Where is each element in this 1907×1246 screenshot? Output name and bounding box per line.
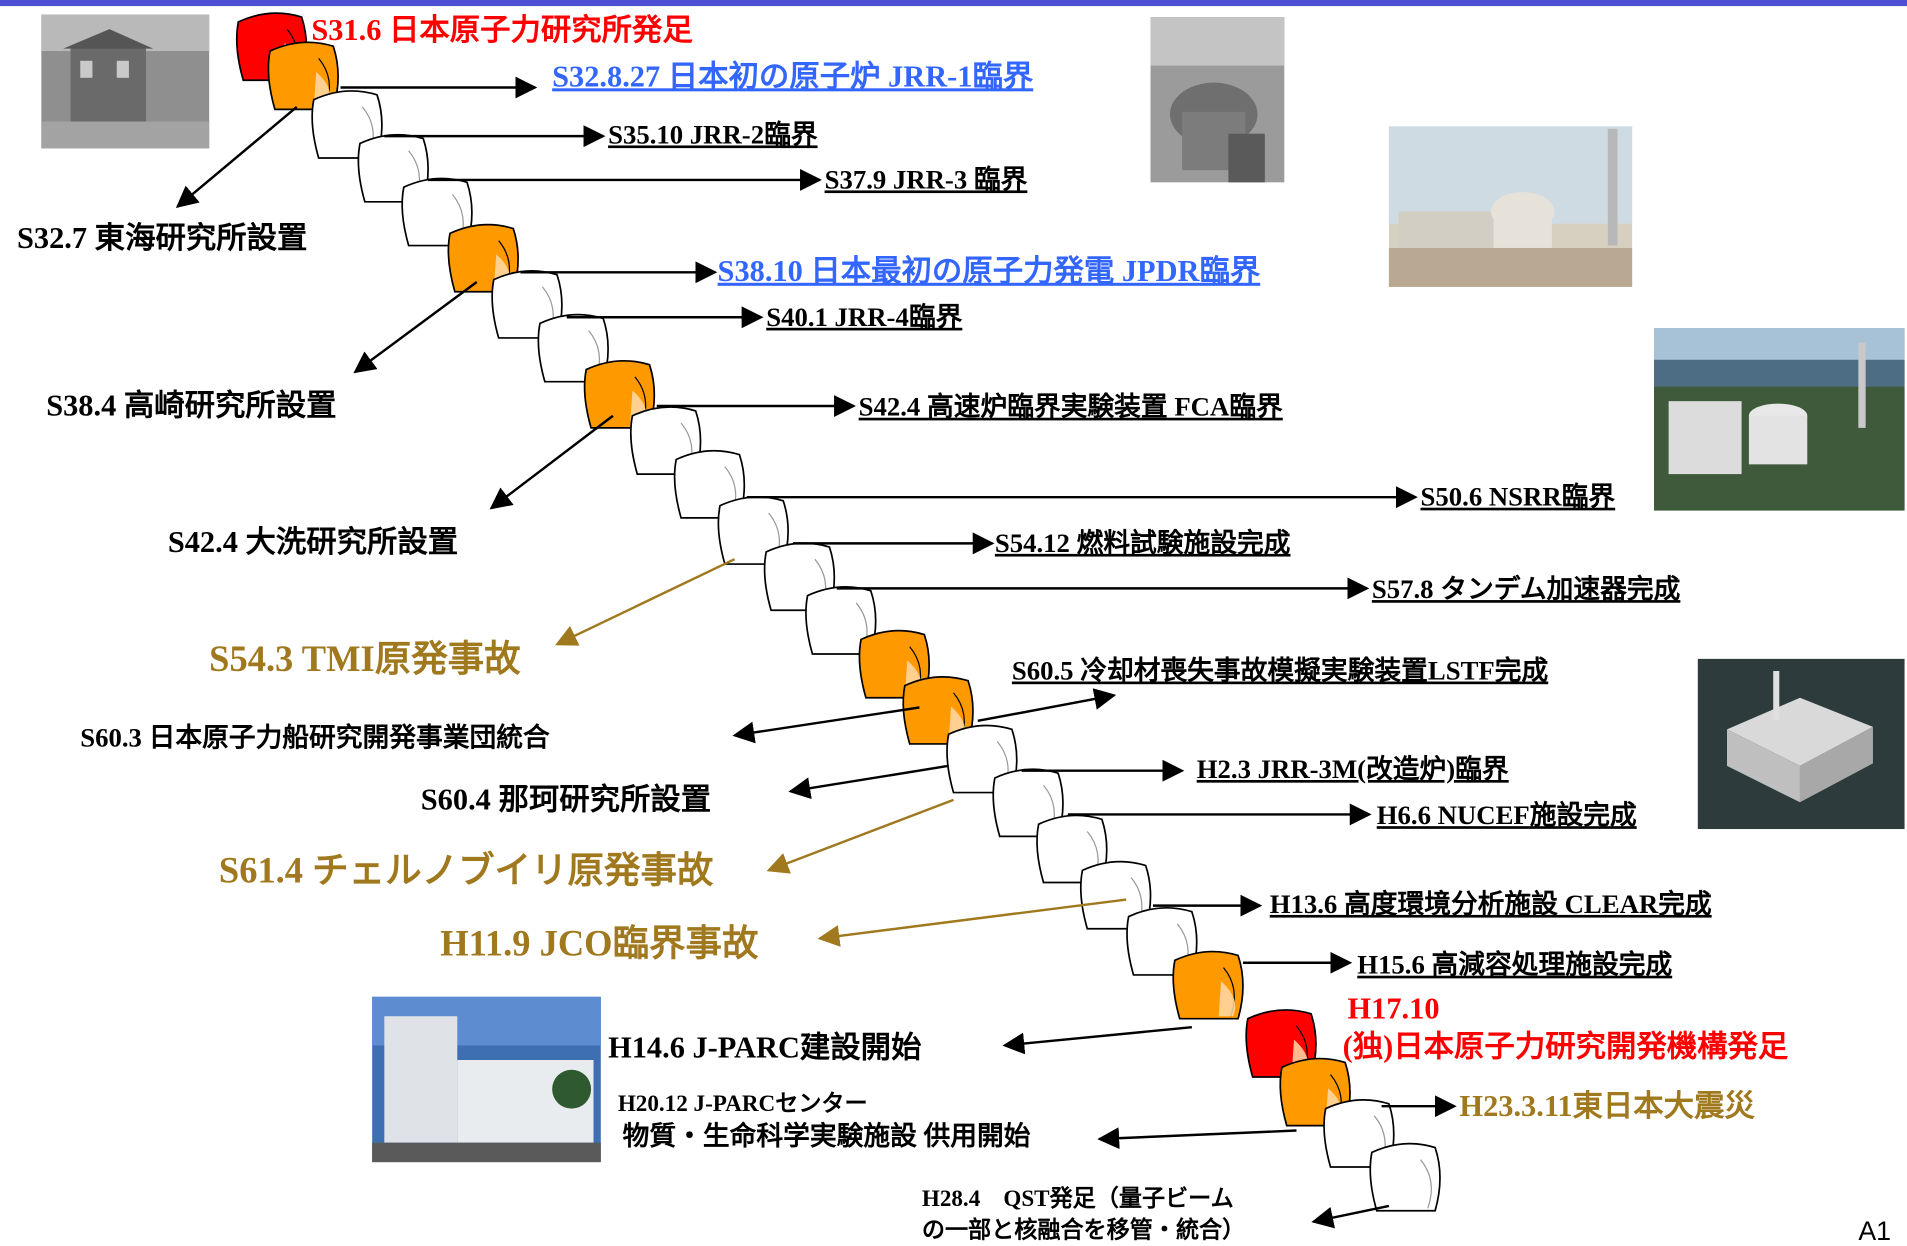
event-h20-12-line1: H20.12 J-PARCセンター: [618, 1090, 868, 1116]
event-s60-3: S60.3 日本原子力船研究開発事業団統合: [80, 721, 550, 752]
arrow-s61-4: [766, 798, 954, 874]
event-s35-10: S35.10 JRR-2臨界: [608, 119, 818, 149]
top-bar: [0, 0, 1907, 7]
arrows: [175, 76, 1457, 1229]
event-s54-12: S54.12 燃料試験施設完成: [995, 527, 1291, 558]
page-number: A1: [1858, 1216, 1891, 1246]
event-h28-4-line2: の一部と核融合を移管・統合）: [922, 1216, 1245, 1242]
event-h11-9: H11.9 JCO臨界事故: [440, 923, 759, 963]
arrow-s38-4: [353, 281, 478, 374]
event-h17-10-line2: (独)日本原子力研究開発機構発足: [1343, 1028, 1789, 1063]
calendar-page: [673, 449, 746, 519]
event-s32-8-27: S32.8.27 日本初の原子炉 JRR-1臨界: [552, 59, 1034, 93]
event-s38-4: S38.4 高崎研究所設置: [46, 388, 336, 423]
event-s60-4: S60.4 那珂研究所設置: [421, 782, 711, 817]
photo-jrr3m-aerial: [1697, 658, 1905, 830]
arrow-s60-3: [732, 706, 920, 744]
arrow-h11-9: [817, 898, 1127, 947]
event-s42-4-fca: S42.4 高速炉臨界実験装置 FCA臨界: [859, 391, 1283, 422]
event-h28-4-line1: H28.4 QST発足（量子ビーム: [922, 1185, 1234, 1211]
event-h17-10-line1: H17.10: [1348, 992, 1440, 1026]
arrow-s60-5: [977, 688, 1117, 723]
event-s54-3: S54.3 TMI原発事故: [209, 639, 521, 679]
arrow-h20-12: [1097, 1127, 1297, 1150]
photo-old-building: [41, 14, 210, 149]
event-h20-12-line2: 物質・生命科学実験施設 供用開始: [623, 1120, 1031, 1151]
arrow-h28-4: [1311, 1204, 1390, 1229]
event-s60-5: S60.5 冷却材喪失事故模擬実験装置LSTF完成: [1012, 655, 1549, 686]
event-h2-3: H2.3 JRR-3M(改造炉)臨界: [1197, 754, 1509, 784]
labels: S31.6 日本原子力研究所発足 S32.8.27 日本初の原子炉 JRR-1臨…: [17, 12, 1891, 1246]
calendar-page: [1036, 814, 1108, 884]
event-s42-4-oarai: S42.4 大洗研究所設置: [168, 524, 458, 559]
event-h23-3-11: H23.3.11東日本大震災: [1459, 1089, 1755, 1123]
event-h13-6: H13.6 高度環境分析施設 CLEAR完成: [1270, 888, 1712, 919]
event-s37-9: S37.9 JRR-3 臨界: [825, 164, 1028, 194]
event-s38-10: S38.10 日本最初の原子力発電 JPDR臨界: [718, 254, 1261, 288]
photo-jparc-building: [372, 996, 601, 1163]
arrow-h14-6: [1002, 1025, 1192, 1055]
staircase-pages: [235, 12, 1441, 1212]
arrow-s42-4-oarai: [489, 414, 614, 510]
arrow-s60-4: [788, 764, 949, 800]
photo-nsrr-facility: [1654, 328, 1905, 511]
arrow-s54-3: [555, 558, 736, 646]
photo-jpdr-plant: [1388, 126, 1633, 287]
calendar-page: [1172, 950, 1244, 1020]
calendar-page: [401, 177, 473, 247]
event-s50-6: S50.6 NSRR臨界: [1421, 482, 1616, 512]
event-h15-6: H15.6 高減容処理施設完成: [1357, 949, 1672, 980]
calendar-page: [1369, 1142, 1441, 1212]
event-h14-6: H14.6 J-PARC建設開始: [608, 1030, 922, 1065]
event-s40-1: S40.1 JRR-4臨界: [766, 302, 962, 332]
event-s31-6: S31.6 日本原子力研究所発足: [311, 12, 693, 47]
event-h6-6: H6.6 NUCEF施設完成: [1377, 799, 1637, 830]
event-s61-4: S61.4 チェルノブイリ原発事故: [219, 850, 714, 891]
photo-jrr1-reactor: [1150, 17, 1285, 183]
arrow-s32-7: [175, 106, 298, 209]
event-s32-7: S32.7 東海研究所設置: [17, 220, 307, 255]
event-s57-8: S57.8 タンデム加速器完成: [1372, 573, 1681, 604]
